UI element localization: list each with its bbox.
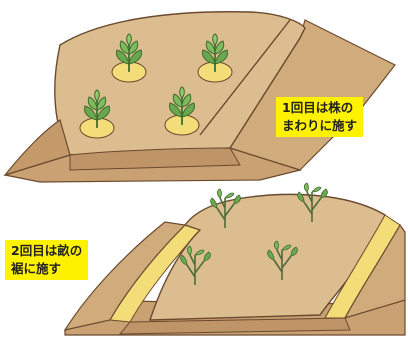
- bottom-bed: [63, 182, 406, 336]
- label-second-fertilization: 2回目は畝の 裾に施す: [5, 240, 89, 280]
- label-first-line2: まわりに施す: [282, 118, 358, 133]
- label-second-line1: 2回目は畝の: [11, 243, 83, 258]
- label-first-fertilization: 1回目は株の まわりに施す: [276, 97, 364, 137]
- label-first-line1: 1回目は株の: [282, 100, 354, 115]
- label-second-line2: 裾に施す: [11, 261, 62, 276]
- top-bed: [3, 11, 396, 183]
